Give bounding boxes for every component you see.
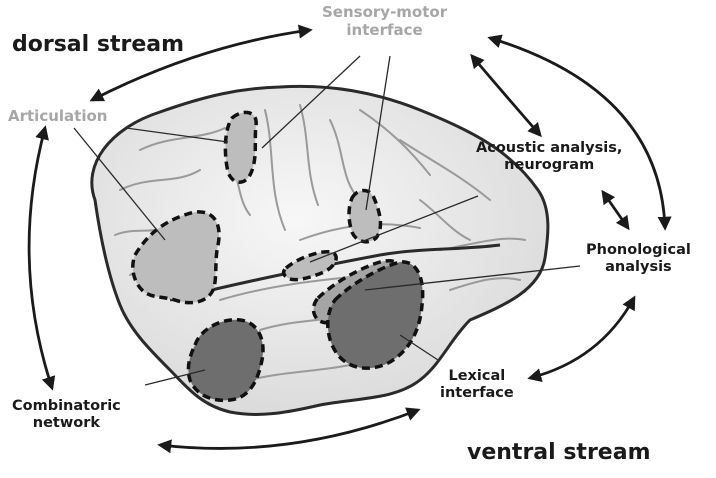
combinatoric-network-label: Combinatoric network <box>12 398 121 432</box>
arrow-acoustic-phonological <box>603 192 628 228</box>
combinatoric-line-2: network <box>12 415 121 432</box>
phonological-analysis-label: Phonological analysis <box>586 242 691 276</box>
combinatoric-line-1: Combinatoric <box>12 398 121 415</box>
dorsal-stream-label: dorsal stream <box>12 32 184 58</box>
region-sensory-motor-frontal <box>225 112 256 182</box>
acoustic-analysis-label: Acoustic analysis, neurogram <box>476 140 622 174</box>
articulation-label: Articulation <box>8 108 107 126</box>
lexical-line-2: interface <box>440 385 514 402</box>
sensory-motor-line-2: interface <box>322 22 447 40</box>
arrow-articulation-combinatoric <box>29 128 52 388</box>
phonological-line-1: Phonological <box>586 242 691 259</box>
arrow-sensory-acoustic <box>472 56 540 135</box>
lexical-line-1: Lexical <box>440 368 514 385</box>
acoustic-line-1: Acoustic analysis, <box>476 140 622 157</box>
ventral-stream-label: ventral stream <box>467 440 651 466</box>
sensory-motor-label: Sensory-motor interface <box>322 4 447 39</box>
acoustic-line-2: neurogram <box>476 157 622 174</box>
arrow-ventral-bottom <box>160 410 418 448</box>
region-sensory-motor-parietal <box>349 191 380 242</box>
sensory-motor-line-1: Sensory-motor <box>322 4 447 22</box>
phonological-line-2: analysis <box>586 259 691 276</box>
lexical-interface-label: Lexical interface <box>440 368 514 402</box>
arrow-phonological-lexical <box>530 298 634 378</box>
